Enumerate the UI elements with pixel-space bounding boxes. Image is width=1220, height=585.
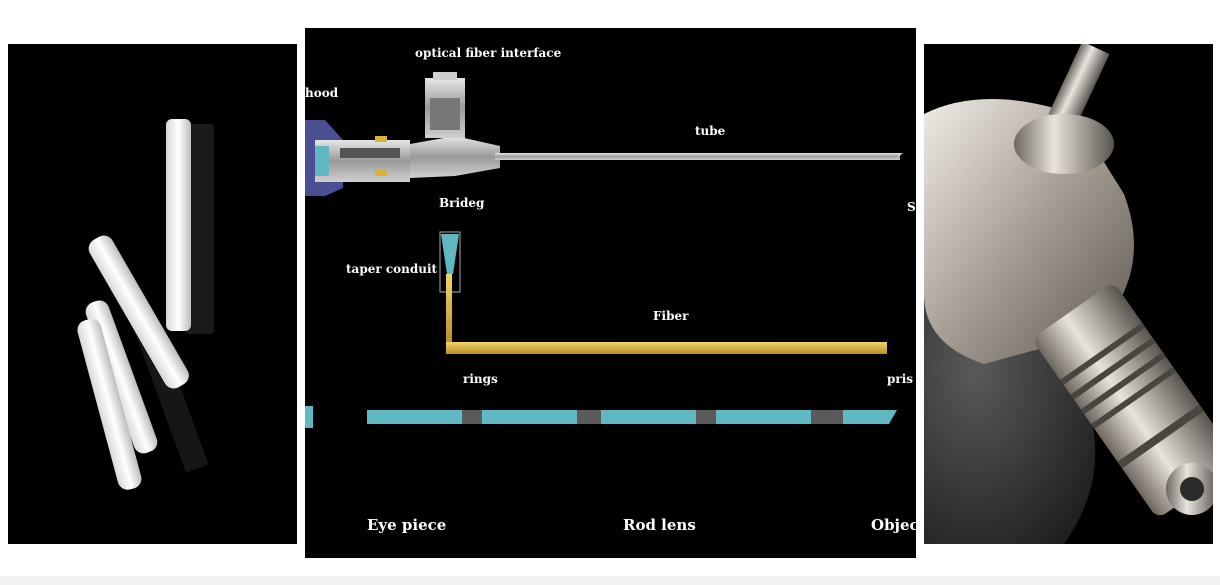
spacer-ring: [811, 410, 843, 424]
prism-shape: [843, 410, 897, 424]
tube-shaft: [495, 153, 900, 160]
connector-collar: [1014, 114, 1114, 174]
connector-post: [1048, 44, 1110, 127]
eyepiece-lens: [315, 146, 329, 176]
endoscope-diagram: optical fiber interface hood tube Brideg…: [305, 28, 916, 558]
glass-rod-vertical: [166, 119, 191, 331]
label-s-cut: S: [907, 200, 916, 214]
label-hood: hood: [305, 86, 339, 100]
rod-lens-segment: [601, 410, 696, 424]
rod-lens-segment: [716, 410, 811, 424]
rod-lens-segment: [367, 410, 462, 424]
endoscope-drawing: [305, 72, 903, 428]
spacer-ring: [462, 410, 482, 424]
bridge-body: [410, 136, 500, 178]
rod-shadow: [186, 124, 214, 334]
glass-rod-diagonal-3: [77, 318, 142, 490]
fiber-horizontal: [446, 342, 887, 354]
label-rings: rings: [463, 372, 498, 386]
glass-rods-illustration: [77, 119, 214, 490]
eyepiece-body: [315, 140, 410, 182]
steel-connector-illustration: [924, 44, 1213, 544]
label-tube: tube: [695, 124, 726, 138]
label-object-cut: Objec: [871, 516, 916, 534]
spacer-ring: [696, 410, 716, 424]
label-fiber: Fiber: [653, 309, 689, 323]
rod-lens-photo: [8, 44, 297, 544]
eyepiece-edge: [305, 406, 313, 428]
label-optical-fiber-interface: optical fiber interface: [415, 46, 562, 60]
eyepiece-inner: [340, 148, 400, 158]
connector-threaded-cylinder: [1035, 285, 1213, 516]
spacer-ring: [577, 410, 601, 424]
glass-rod-diagonal-1: [88, 235, 189, 389]
label-taper-conduit: taper conduit: [346, 262, 438, 276]
label-eye-piece: Eye piece: [367, 516, 447, 534]
taper-conduit-shape: [441, 234, 459, 274]
fiber-vertical: [446, 274, 452, 344]
bottom-strip: [0, 576, 1220, 585]
label-rod-lens: Rod lens: [623, 516, 696, 534]
rod-lens-segment: [482, 410, 577, 424]
connector-photo: [924, 44, 1213, 544]
label-prism-cut: pris: [887, 372, 914, 386]
label-bridge: Brideg: [439, 196, 485, 210]
